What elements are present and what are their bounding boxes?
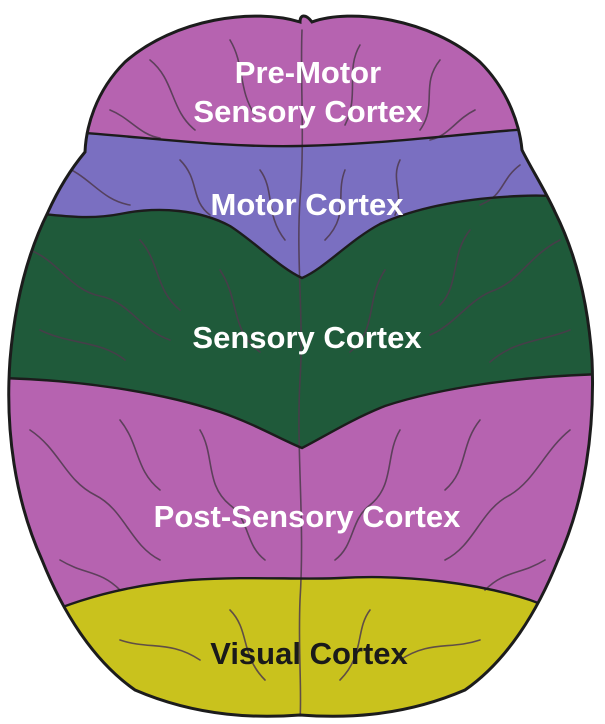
label-motor: Motor Cortex	[211, 187, 405, 222]
label-post-sensory: Post-Sensory Cortex	[154, 499, 461, 534]
label-pre-motor-line1: Pre-Motor	[235, 55, 381, 90]
label-pre-motor-line2: Sensory Cortex	[193, 94, 423, 129]
label-visual: Visual Cortex	[210, 636, 408, 671]
label-sensory: Sensory Cortex	[192, 320, 422, 355]
